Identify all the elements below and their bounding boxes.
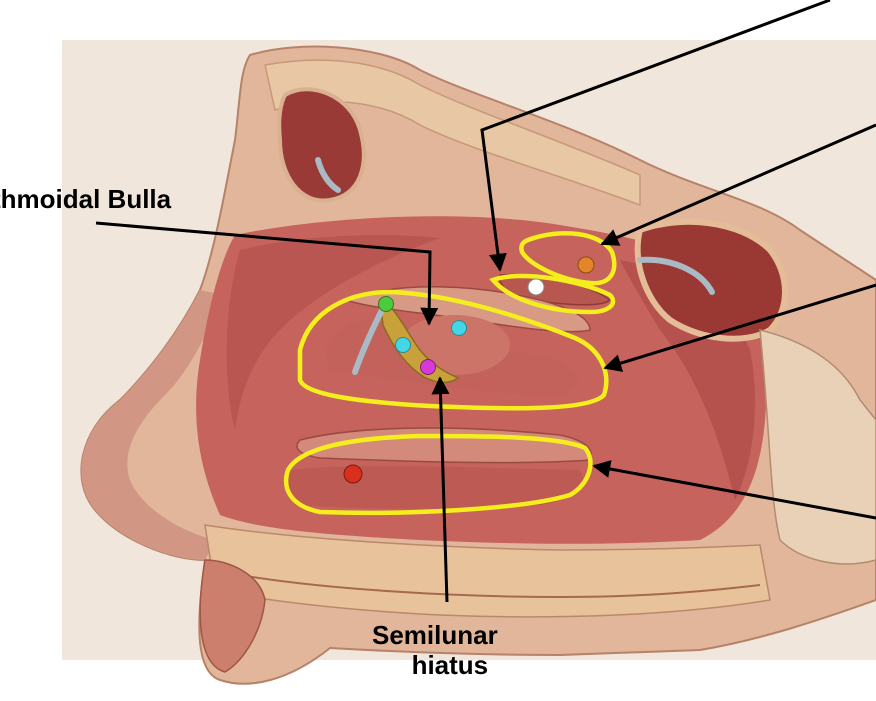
inferior-turbinate-outline	[283, 433, 593, 516]
superior-turbinate-outline	[489, 273, 616, 315]
turbinate-outlines	[283, 231, 617, 516]
green-opening-dot	[378, 296, 394, 312]
frontal-sinus	[277, 87, 366, 203]
arrow-superior-turbinate	[480, 0, 831, 272]
leader-arrows	[95, 0, 876, 603]
semilunar-hiatus-label: Semilunar hiatus	[372, 620, 498, 680]
cyan-opening-dot-upper	[451, 320, 467, 336]
ethmoidal-bulla-label: thmoidal Bulla	[0, 184, 172, 214]
middle-turbinate-outline	[297, 289, 609, 411]
arrow-sphenoid-recess	[600, 123, 876, 246]
arrow-middle-turbinate	[603, 283, 876, 372]
semilunar-hiatus-label-line1: Semilunar	[372, 620, 498, 650]
frontal-bone	[264, 59, 641, 207]
opening-markers	[343, 256, 595, 484]
frontal-probe	[315, 157, 341, 193]
white-opening-dot	[527, 278, 545, 296]
semilunar-groove	[379, 298, 460, 384]
hard-palate	[204, 524, 771, 618]
magenta-opening-dot	[420, 359, 436, 375]
arrow-inferior-turbinate	[592, 460, 876, 520]
hiatus-probe	[352, 307, 385, 375]
palate-line	[239, 574, 761, 599]
arrow-ethmoidal-bulla	[95, 221, 439, 326]
nasal-skin	[81, 290, 222, 560]
arrow-semilunar-hiatus	[431, 376, 450, 603]
cyan-opening-dot-lower	[395, 337, 411, 353]
wall-shading	[226, 235, 440, 430]
pharynx	[759, 329, 876, 565]
upper-lip	[199, 559, 266, 673]
red-opening-dot	[343, 464, 363, 484]
orange-opening-dot	[577, 256, 595, 274]
sphenoid-sinus	[634, 218, 788, 342]
semilunar-hiatus-label-line2: hiatus	[411, 650, 489, 680]
sphenoid-recess-outline	[519, 231, 617, 286]
sphenoid-probe	[637, 256, 715, 295]
